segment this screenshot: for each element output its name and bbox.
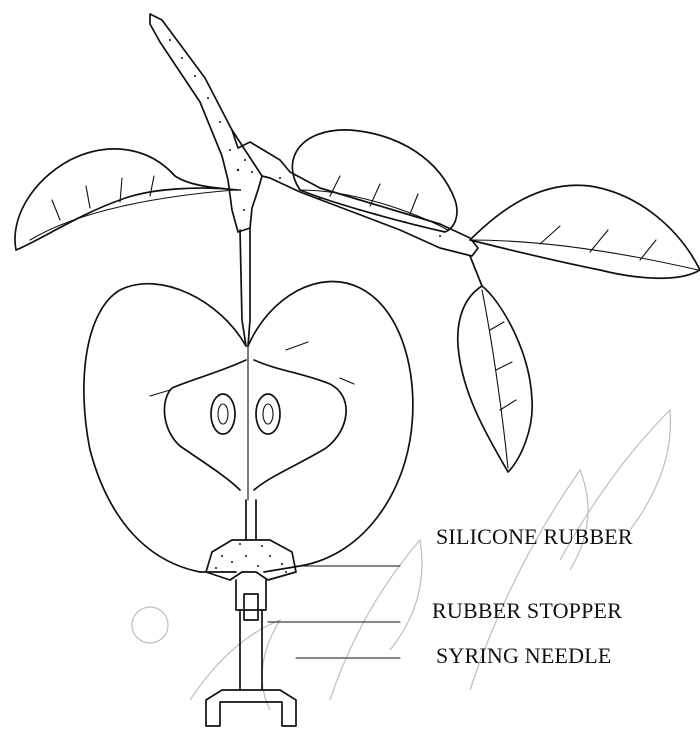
leader-lines (268, 566, 400, 658)
leaf-upper-right (292, 130, 457, 232)
label-silicone-rubber: SILICONE RUBBER (436, 524, 633, 550)
branch-stipple (169, 39, 441, 237)
silicone-rubber-plug (206, 500, 296, 580)
fruit-stalk (240, 228, 250, 346)
apple-core (150, 342, 354, 500)
leaf-hanging (458, 256, 532, 472)
label-syringe-needle: SYRING NEEDLE (436, 643, 612, 669)
leaf-left (15, 149, 238, 250)
leaf-far-right (470, 185, 700, 278)
label-rubber-stopper: RUBBER STOPPER (432, 598, 622, 624)
branch (150, 14, 478, 256)
stopper-and-needle (206, 580, 296, 726)
